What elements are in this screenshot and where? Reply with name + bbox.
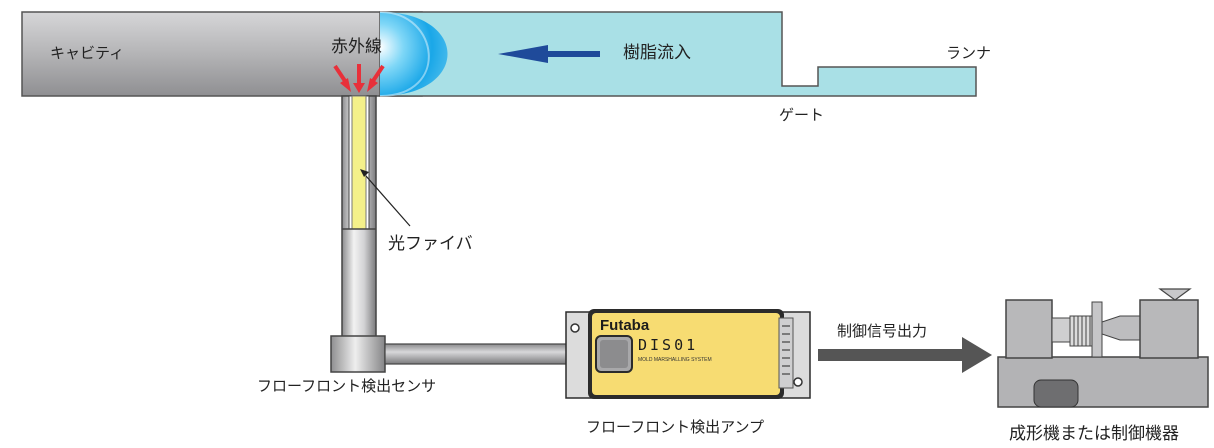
cavity-block: [21, 11, 423, 97]
sensor-label: フローフロント検出センサ: [257, 377, 437, 395]
amplifier-unit: [565, 309, 811, 399]
sensor-head: [330, 335, 386, 373]
molding-machine: [997, 288, 1209, 408]
gate-label: ゲート: [779, 106, 825, 124]
resin-region: [379, 11, 977, 97]
amp-tagline: MOLD MARSHALLING SYSTEM: [638, 357, 712, 363]
control-signal-label: 制御信号出力: [837, 322, 928, 340]
resin-inflow-label: 樹脂流入: [623, 43, 691, 63]
amp-brand: Futaba: [600, 317, 650, 334]
amp-model: DIS01: [638, 336, 699, 354]
machine-label: 成形機または制御機器: [1009, 424, 1179, 444]
sensor-probe: [341, 95, 377, 345]
optical-fiber-label: 光ファイバ: [388, 234, 473, 254]
cavity-label: キャビティ: [50, 44, 125, 62]
infrared-label: 赤外線: [331, 37, 382, 57]
amplifier-label: フローフロント検出アンプ: [586, 418, 765, 436]
infrared-arrows: [333, 64, 385, 93]
runner-label: ランナ: [946, 44, 992, 62]
resin-flow-arrow: [498, 45, 600, 63]
fiber-leader: [360, 169, 411, 227]
control-signal-arrow: [818, 337, 992, 373]
